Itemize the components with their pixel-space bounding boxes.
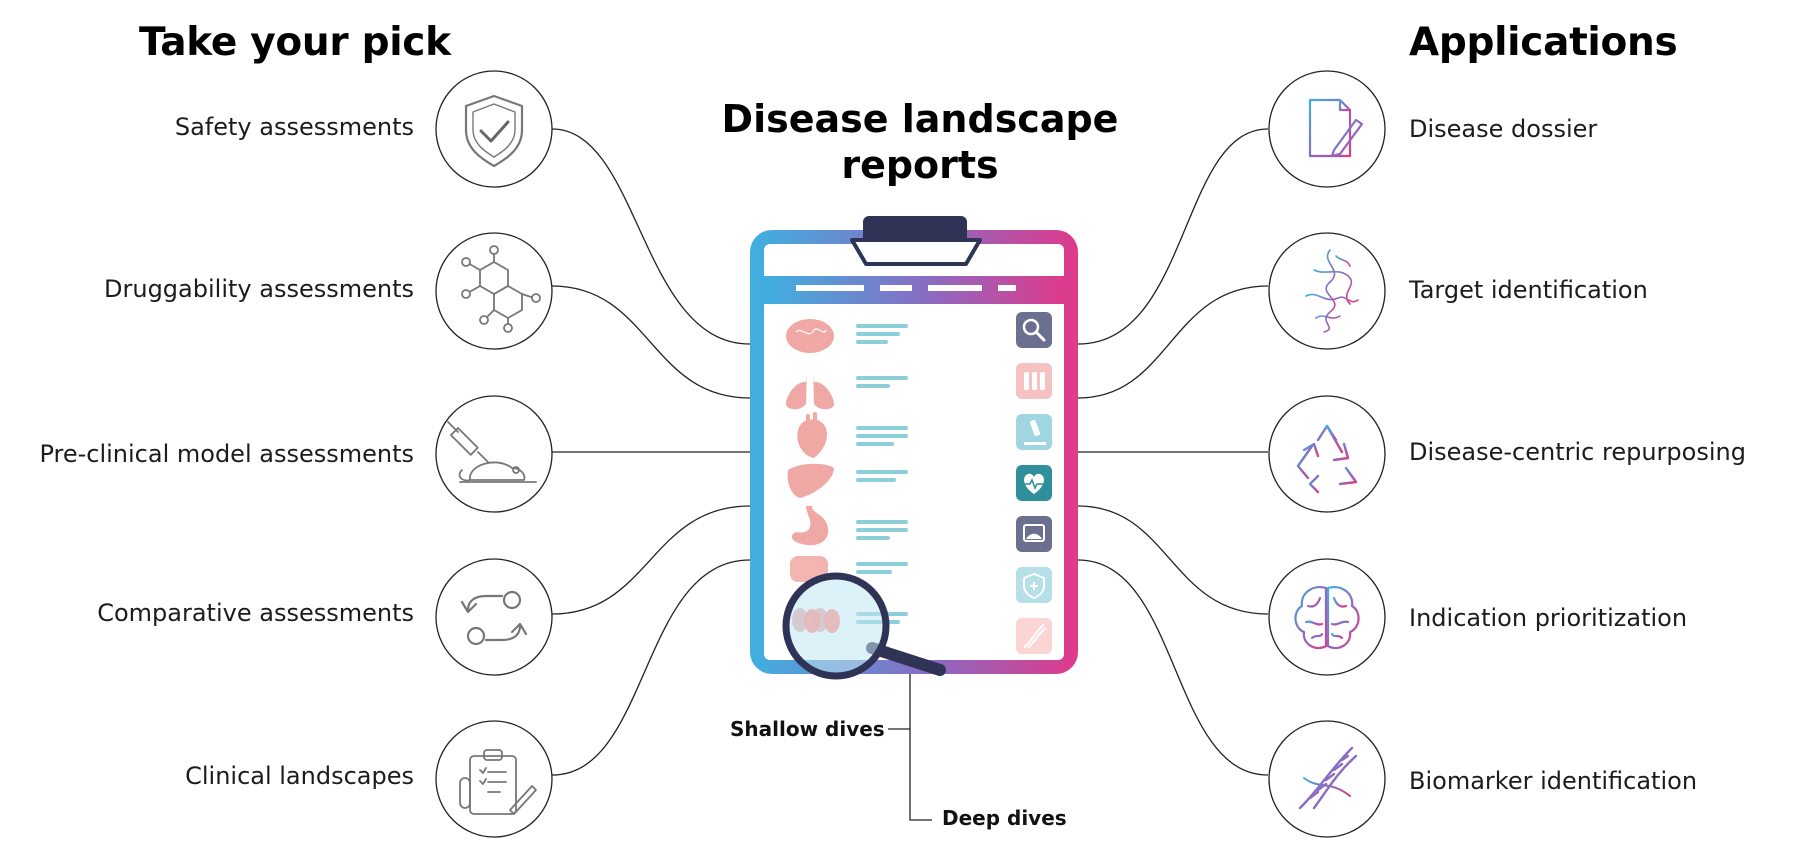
connector-dossier bbox=[1077, 128, 1269, 345]
connector-biomarker bbox=[1077, 559, 1269, 776]
left-item-clinical-label: Clinical landscapes bbox=[185, 762, 414, 790]
connector-indication bbox=[1077, 505, 1269, 615]
protein-structure-icon bbox=[1305, 249, 1359, 333]
syringe-mouse-icon bbox=[447, 421, 537, 483]
dive-connectors bbox=[888, 672, 932, 821]
molecule-icon bbox=[461, 245, 541, 333]
circle-clinical bbox=[435, 720, 553, 838]
left-item-druggability-label: Druggability assessments bbox=[104, 275, 414, 303]
dna-helix-icon bbox=[1298, 746, 1358, 810]
liver-organ-icon bbox=[787, 463, 834, 498]
connector-target bbox=[1077, 285, 1269, 399]
right-connectors bbox=[1077, 128, 1269, 776]
left-item-comparative-label: Comparative assessments bbox=[97, 599, 414, 627]
connector-clinical bbox=[551, 559, 751, 776]
monitor-badge-icon bbox=[1016, 516, 1052, 552]
brain-organ-icon bbox=[786, 319, 834, 353]
circle-safety bbox=[435, 70, 553, 188]
shallow-dives-label: Shallow dives bbox=[730, 717, 885, 741]
compare-cycle-icon bbox=[460, 590, 528, 646]
connector-comparative bbox=[551, 505, 751, 615]
shield-badge-icon bbox=[1016, 567, 1052, 603]
circle-repurposing bbox=[1268, 395, 1386, 513]
deep-dives-label: Deep dives bbox=[942, 806, 1067, 830]
dna-badge-icon bbox=[1016, 618, 1052, 654]
recycle-icon bbox=[1296, 424, 1358, 494]
shield-check-icon bbox=[464, 94, 524, 168]
right-heading: Applications bbox=[1409, 20, 1678, 65]
lungs-organ-icon bbox=[786, 370, 834, 410]
circle-dossier bbox=[1268, 70, 1386, 188]
right-item-biomarker-label: Biomarker identification bbox=[1409, 767, 1698, 795]
connector-druggability bbox=[551, 285, 751, 399]
heart-organ-icon bbox=[797, 412, 828, 458]
magnifier-icon bbox=[782, 572, 946, 680]
microscope-badge-icon bbox=[1016, 414, 1052, 450]
test-tubes-badge-icon bbox=[1016, 363, 1052, 399]
heartbeat-badge-icon bbox=[1016, 465, 1052, 501]
document-pen-icon bbox=[1308, 98, 1364, 158]
left-item-safety-label: Safety assessments bbox=[174, 113, 414, 141]
stomach-organ-icon bbox=[791, 506, 829, 546]
circle-preclinical bbox=[435, 395, 553, 513]
right-item-indication-label: Indication prioritization bbox=[1409, 604, 1688, 632]
right-item-dossier-label: Disease dossier bbox=[1409, 115, 1598, 143]
clipboard-test-tube-icon bbox=[459, 749, 537, 815]
connector-safety bbox=[551, 128, 751, 345]
organ-column bbox=[786, 319, 834, 632]
center-title: Disease landscape reports bbox=[721, 97, 1119, 187]
left-connectors bbox=[551, 128, 751, 776]
brain-icon bbox=[1294, 586, 1360, 650]
left-heading: Take your pick bbox=[139, 20, 451, 65]
search-badge-icon bbox=[1016, 312, 1052, 348]
right-item-repurposing-label: Disease-centric repurposing bbox=[1409, 438, 1746, 466]
circle-comparative bbox=[435, 558, 553, 676]
left-item-preclinical-label: Pre-clinical model assessments bbox=[39, 440, 414, 468]
right-item-target-label: Target identification bbox=[1409, 276, 1648, 304]
badge-column bbox=[1016, 312, 1052, 654]
